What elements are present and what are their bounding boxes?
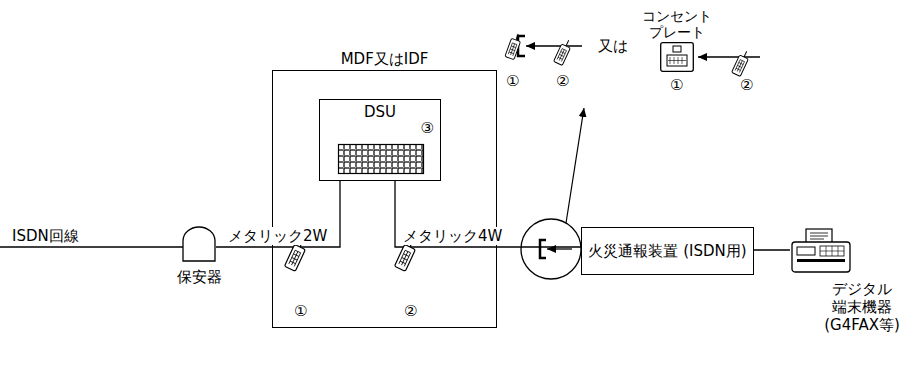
outlet-plate: [660, 42, 694, 72]
connector-arrow: [698, 56, 760, 57]
callout-number: ②: [556, 72, 569, 90]
callout-number: ①: [294, 302, 307, 320]
node-text: DSU: [320, 103, 440, 121]
callout-number: ①: [670, 76, 683, 94]
callout-number: ②: [740, 76, 753, 94]
node-text: コンセント プレート: [629, 8, 725, 40]
callout-leader: [566, 108, 584, 223]
outlet-plate: コンセント プレート: [660, 42, 694, 72]
node-text: 保安器: [177, 268, 222, 286]
wire-label: メタリック2W: [226, 227, 329, 245]
callout-number: ①: [506, 72, 519, 90]
node-text: デジタル 端末機器 (G4FAX等): [812, 280, 912, 334]
wire-connector: [754, 249, 790, 250]
dsu-panel: [338, 144, 424, 174]
callout-number: ②: [404, 302, 417, 320]
distribution-frame: MDF又はIDFDSU③: [272, 70, 497, 328]
wire-connector: [395, 181, 581, 247]
connector-arrow: [547, 248, 572, 249]
fax-terminal: デジタル 端末機器 (G4FAX等): [790, 228, 852, 274]
arrester-shape: [182, 226, 216, 262]
surge-arrester: 保安器: [182, 226, 216, 262]
fax-icon: [790, 228, 852, 274]
connector-arrow: [526, 45, 582, 46]
or-label: 又は: [598, 37, 628, 55]
callout-number: ③: [421, 119, 434, 137]
fire-alarm-box: 火災通報装置 (ISDN用): [581, 227, 754, 275]
dsu-box: DSU③: [319, 99, 441, 181]
plug-icon: [554, 38, 574, 65]
node-text: MDF又はIDF: [341, 50, 429, 68]
connector-bracket: [540, 240, 546, 258]
detail-circle: [521, 219, 581, 279]
isdn-line: [0, 246, 183, 247]
line-label: ISDN回線: [12, 227, 79, 245]
plug-icon: [505, 32, 523, 59]
plug-icon: [732, 49, 752, 76]
wire-connector: [216, 181, 340, 247]
wire-label: メタリック4W: [401, 227, 504, 245]
node-text: 火災通報装置 (ISDN用): [588, 242, 746, 260]
